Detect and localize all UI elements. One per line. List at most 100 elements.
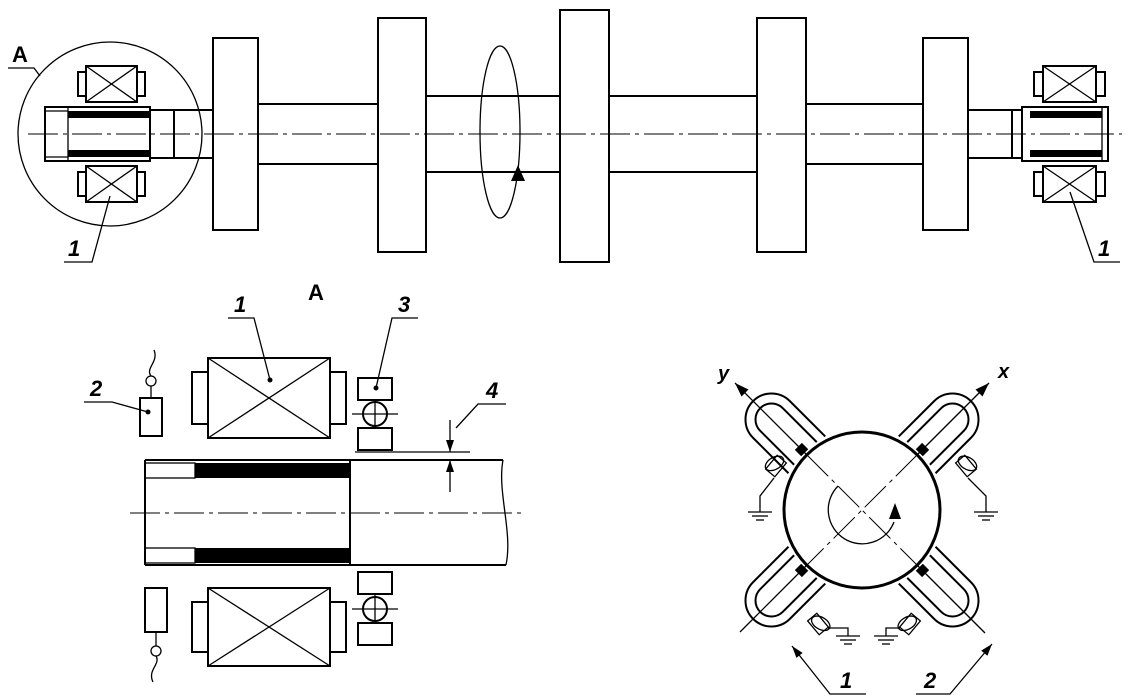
section-callout-2: 2 (916, 643, 993, 695)
rotation-arc (827, 485, 895, 545)
callout-leader (228, 317, 271, 381)
ground-icon (874, 635, 898, 645)
axis-y: y (717, 363, 986, 634)
sensor-wire (150, 655, 158, 683)
coil-cap-left (77, 71, 87, 97)
callout-leader (64, 195, 111, 263)
shaft-left-band-top (68, 111, 150, 118)
detail-view-title: A (308, 280, 324, 305)
coil-cross-b (1042, 165, 1097, 203)
callout-number: 3 (398, 292, 410, 317)
sensor-wire (828, 627, 849, 636)
callout-dot (267, 377, 273, 383)
detail-callout-1: 1 (228, 292, 273, 383)
ground-icon (748, 511, 772, 521)
coil-cap-left (1033, 71, 1044, 97)
detail-coil-bottom (191, 587, 347, 667)
callout-leader (84, 401, 149, 413)
sensor-body (144, 587, 168, 633)
callout-leader (1069, 191, 1120, 263)
axis-x-inner (806, 454, 918, 566)
callout-number: 1 (1098, 236, 1110, 261)
detail-coil-top (191, 357, 347, 439)
coil-cap-right (329, 601, 347, 653)
detail-view-a: A (84, 280, 525, 683)
callout-leader (375, 317, 418, 389)
rotor-disk-2 (377, 17, 427, 253)
axis-y-outer-upper (734, 382, 808, 456)
detail-shaft (130, 459, 525, 566)
detail-probe-top (352, 377, 398, 451)
right-bearing-coil-top (1033, 65, 1106, 103)
sensor-wire (967, 477, 987, 512)
callout-number: 1 (840, 668, 852, 693)
sleeve-bottom-band (195, 548, 350, 563)
callout-number: 2 (89, 376, 103, 401)
section-callout-1: 1 (791, 645, 866, 695)
axis-x-arrowhead (975, 383, 989, 397)
detail-a-marker: A (12, 42, 28, 67)
left-bearing (77, 65, 146, 203)
left-bearing-coil-top (77, 65, 146, 103)
sensor-coil (957, 455, 978, 472)
probe-lower-block (357, 427, 393, 451)
shaft-left-band-bottom (68, 150, 150, 157)
sleeve-bottom-light (144, 547, 196, 564)
coil-cap-left (1033, 171, 1044, 197)
left-bearing-coil-bottom (77, 165, 146, 203)
detail-a-leader (8, 67, 41, 77)
coil-cross-b (85, 165, 138, 203)
bearing-cross-section: y x (717, 361, 1010, 695)
coil-cross-b (85, 65, 138, 103)
sensor-lower-left (806, 612, 860, 645)
sensor-head (806, 612, 831, 636)
axis-x-outer-upper (916, 382, 990, 456)
detail-callout-2: 2 (84, 376, 151, 415)
axis-y-label: y (717, 363, 730, 385)
sensor-head (897, 612, 922, 636)
sensor-terminal (150, 645, 162, 657)
rotor-disk-3 (559, 9, 610, 263)
coil-cap-left (191, 601, 209, 653)
sleeve-top-light (144, 462, 196, 479)
sensor-body (954, 454, 978, 478)
sensor-head (954, 454, 978, 478)
callout-number: 1 (234, 292, 246, 317)
sensor-upper-right (954, 454, 998, 521)
detail-sensor-top (139, 349, 163, 437)
rotation-arrowhead (889, 503, 901, 519)
sleeve-top-band (195, 463, 350, 478)
detail-callout-3: 3 (373, 292, 418, 391)
coil-cap-right (329, 371, 347, 425)
coil-cross-b (1042, 65, 1097, 103)
axis-x-label: x (997, 361, 1010, 383)
right-bearing-callout: 1 (1069, 191, 1120, 263)
detail-a-circle (17, 41, 203, 227)
coil-cap-right (1095, 171, 1106, 197)
rotation-arrow (479, 45, 525, 219)
sensor-body (764, 454, 788, 478)
sensor-head (764, 454, 788, 478)
sensor-wire (148, 349, 156, 377)
rotor-rotation-arrow (827, 485, 901, 545)
axis-y-arrowhead (735, 383, 749, 397)
ground-icon (974, 511, 998, 521)
callout-dot (145, 409, 151, 415)
callout-leader (455, 403, 506, 429)
sensor-wire (759, 477, 775, 512)
rotation-ellipse (479, 45, 521, 219)
detail-probe-bottom (352, 571, 398, 646)
right-bearing-coil-bottom (1033, 165, 1106, 203)
coil-cap-left (191, 371, 209, 425)
sensor-wire (885, 627, 900, 636)
probe-upper-block (357, 571, 393, 595)
rotor-disks (212, 9, 969, 263)
gap-arrowhead-down (446, 440, 454, 452)
detail-callout-4: 4 (455, 378, 506, 429)
gap-dimension (355, 420, 470, 492)
detail-sensor-bottom (144, 587, 168, 683)
sensor-terminal (145, 375, 157, 387)
left-bearing-callout: 1 (64, 195, 111, 263)
axis-x-outer-lower (739, 564, 808, 633)
gap-arrowhead-up (446, 460, 454, 472)
